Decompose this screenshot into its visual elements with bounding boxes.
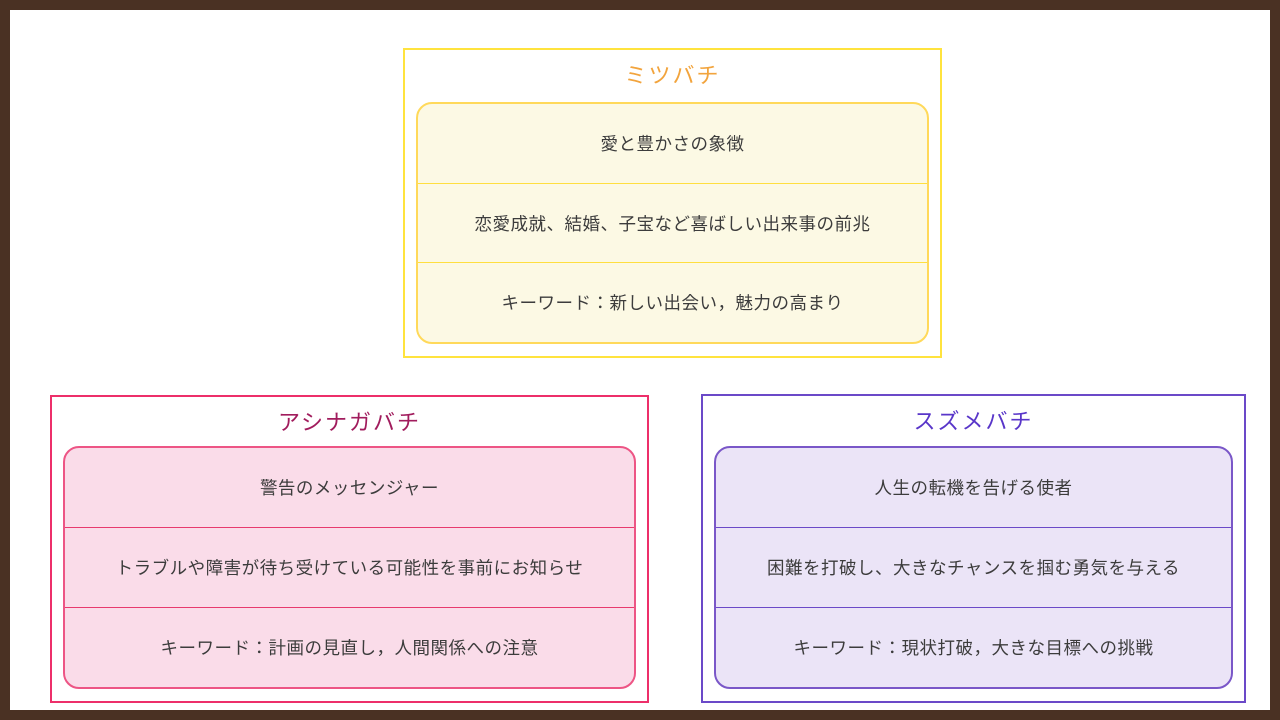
card-ashinagabachi: アシナガバチ 警告のメッセンジャー トラブルや障害が待ち受けている可能性を事前に… bbox=[50, 395, 649, 703]
card-suzumebachi: スズメバチ 人生の転機を告げる使者 困難を打破し、大きなチャンスを掴む勇気を与え… bbox=[701, 394, 1246, 703]
card-title: スズメバチ bbox=[913, 409, 1034, 434]
table-row: 人生の転機を告げる使者 bbox=[716, 448, 1231, 528]
card-mitsubachi: ミツバチ 愛と豊かさの象徴 恋愛成就、結婚、子宝など喜ばしい出来事の前兆 キーワ… bbox=[403, 48, 942, 358]
table-row: キーワード：新しい出会い，魅力の高まり bbox=[501, 293, 844, 314]
card-table: 愛と豊かさの象徴 恋愛成就、結婚、子宝など喜ばしい出来事の前兆 キーワード：新し… bbox=[416, 102, 929, 344]
card-table: 人生の転機を告げる使者 困難を打破し、大きなチャンスを掴む勇気を与える キーワー… bbox=[714, 446, 1233, 689]
table-row: 恋愛成就、結婚、子宝など喜ばしい出来事の前兆 bbox=[418, 184, 927, 264]
table-row: キーワード：計画の見直し，人間関係への注意 bbox=[160, 638, 539, 658]
table-row: キーワード：現状打破，大きな目標への挑戦 bbox=[793, 638, 1154, 658]
table-row: 愛と豊かさの象徴 bbox=[418, 104, 927, 184]
card-table: 警告のメッセンジャー トラブルや障害が待ち受けている可能性を事前にお知らせ キー… bbox=[63, 446, 636, 689]
card-title: アシナガバチ bbox=[277, 410, 422, 435]
table-row: 困難を打破し、大きなチャンスを掴む勇気を与える bbox=[716, 528, 1231, 608]
table-row: トラブルや障害が待ち受けている可能性を事前にお知らせ bbox=[65, 528, 634, 608]
table-row: 警告のメッセンジャー bbox=[65, 448, 634, 528]
card-title: ミツバチ bbox=[624, 63, 721, 88]
